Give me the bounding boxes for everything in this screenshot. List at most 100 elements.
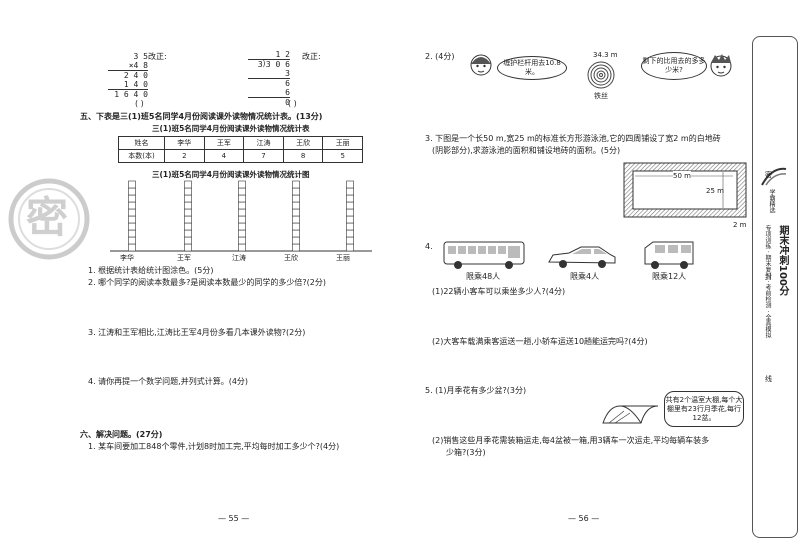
seal-mark: 封: [765, 273, 772, 281]
chart-grid-cell: [238, 187, 246, 196]
table-name-cell: 王军: [203, 136, 245, 150]
stats-table-title: 三(1)班5名同学4月份阅读课外读物情况统计表: [152, 124, 310, 133]
chart-grid-cell: [292, 201, 300, 210]
chart-grid-cell: [238, 201, 246, 210]
q4-sub-question-1: (1)22辆小客车可以乘坐多少人?(4分): [432, 287, 566, 296]
calc-1-line: 1 6 4 0: [114, 90, 148, 99]
chart-grid-cell: [292, 208, 300, 217]
chart-grid-cell: [346, 180, 354, 189]
chart-grid-cell: [128, 201, 136, 210]
speech-bubble-1: 缠护栏杆用去10.8米。: [497, 56, 567, 80]
section-6-question-1: 1. 某车间要加工848个零件,计划8时加工完,平均每时加工多少个?(4分): [88, 442, 340, 451]
greenhouse-info-bubble: 共有2个温室大棚,每个大棚里有23行月季花,每行12盆。: [664, 391, 744, 427]
chart-grid-cell: [184, 187, 192, 196]
chart-grid-cell: [128, 229, 136, 238]
chart-grid-cell: [184, 201, 192, 210]
chart-grid-cell: [128, 222, 136, 231]
correction-label-2: 改正:: [302, 52, 321, 61]
section-5-question-1: 1. 根据统计表给统计图涂色。(5分): [88, 266, 214, 275]
chart-grid-cell: [292, 236, 300, 245]
calc-2-line: 0: [285, 98, 290, 107]
chart-grid-cell: [184, 243, 192, 252]
chart-grid-cell: [346, 208, 354, 217]
van-capacity-caption: 限乘12人: [652, 272, 687, 281]
calc-2-division: 3⟌3 0 6: [257, 60, 290, 69]
speech-bubble-2: 剩下的比用去的多多少米?: [641, 52, 707, 80]
chart-grid-cell: [346, 194, 354, 203]
stats-chart-title: 三(1)班5名同学4月份阅读课外读物情况统计图: [152, 170, 310, 179]
chart-grid-cell: [346, 229, 354, 238]
wire-caption: 铁丝: [594, 92, 608, 100]
wire-length-label: 34.3 m: [593, 51, 618, 59]
car-icon: [547, 244, 617, 270]
van-icon: [643, 240, 695, 270]
chart-grid-cell: [238, 236, 246, 245]
chart-grid-cell: [184, 236, 192, 245]
chart-grid-cell: [128, 194, 136, 203]
seal-mark: 密: [765, 171, 772, 179]
calc-1-line: 2 4 0: [123, 71, 148, 80]
boy-icon: [708, 52, 734, 82]
correction-label-1: 改正:: [148, 52, 167, 61]
sidebar-subtitle: 专项训练 · 期末复习 · 考前检测 · 全真模拟: [764, 225, 771, 339]
bus-icon: [443, 240, 525, 270]
chart-grid-cell: [292, 215, 300, 224]
section-5-question-2: 2. 哪个同学的阅读本数最多?是阅读本数最少的同学的多少倍?(2分): [88, 278, 326, 287]
chart-name-label: 王欣: [284, 254, 298, 262]
chart-grid-cell: [346, 187, 354, 196]
chart-grid-cell: [128, 208, 136, 217]
answer-paren-1: ( ): [135, 99, 144, 108]
seal-mark: 线: [765, 375, 772, 383]
border-width-label: 2 m: [733, 221, 747, 229]
chart-grid-cell: [292, 194, 300, 203]
binding-sidebar: 学霸精选 期末冲刺100分 专项训练 · 期末复习 · 考前检测 · 全真模拟: [752, 36, 798, 538]
page-number-right: — 56 —: [568, 514, 600, 523]
table-value-cell: 4: [203, 149, 245, 163]
table-name-cell: 王丽: [322, 136, 363, 150]
calc-1-line: 3 5: [133, 52, 148, 61]
bus-capacity-caption: 限乘48人: [466, 272, 501, 281]
chart-grid-cell: [346, 215, 354, 224]
chart-grid-cell: [346, 236, 354, 245]
chart-grid-cell: [238, 208, 246, 217]
chart-grid-cell: [184, 194, 192, 203]
chart-grid-cell: [292, 229, 300, 238]
calc-1-line: ×4 8: [108, 61, 148, 71]
brand-text: 学霸精选: [768, 189, 775, 213]
table-value-cell: 5: [322, 149, 363, 163]
car-capacity-caption: 限乘4人: [570, 272, 600, 281]
chart-grid-cell: [128, 236, 136, 245]
table-row-label: 本数(本): [118, 149, 165, 163]
table-name-cell: 李华: [164, 136, 205, 150]
secret-stamp: 密: [8, 178, 90, 260]
q5-sub-question-2-line-2: 少箱?(3分): [446, 448, 486, 457]
table-header-label: 姓名: [118, 136, 165, 150]
chart-grid-cell: [346, 243, 354, 252]
table-name-cell: 江涛: [243, 136, 284, 150]
section-5-question-3: 3. 江涛和王军相比,江涛比王军4月份多看几本课外读物?(2分): [88, 328, 306, 337]
chart-grid-cell: [184, 229, 192, 238]
answer-paren-2: ( ): [288, 99, 297, 108]
calc-2-line: 6: [248, 88, 290, 98]
table-name-cell: 王欣: [282, 136, 324, 150]
wire-coil-icon: [586, 60, 616, 90]
section-6-heading: 六、解决问题。(27分): [80, 430, 163, 439]
calc-2-quotient: 1 2: [248, 50, 290, 60]
pool-width-label: 25 m: [706, 187, 724, 195]
chart-grid-cell: [346, 201, 354, 210]
chart-grid-cell: [128, 180, 136, 189]
girl-icon: [469, 52, 493, 80]
chart-grid-cell: [238, 194, 246, 203]
q3-text-line-2: (阴影部分),求游泳池的面积和铺设地砖的面积。(5分): [432, 146, 621, 155]
table-value-cell: 7: [243, 149, 284, 163]
section-5-question-4: 4. 请你再提一个数学问题,并列式计算。(4分): [88, 377, 249, 386]
chart-grid-cell: [292, 222, 300, 231]
chart-grid-cell: [128, 215, 136, 224]
calc-2-line: 3: [248, 69, 290, 79]
chart-grid-cell: [292, 180, 300, 189]
chart-name-label: 江涛: [232, 254, 246, 262]
blank-statistics-chart: [110, 180, 372, 252]
section-5-heading: 五、下表是三(1)班5名同学4月份阅读课外读物情况统计表。(13分): [80, 112, 323, 121]
calc-2: 1 2 3⟌3 0 6 3 6 6 0: [248, 50, 290, 107]
q3-text-line-1: 3. 下图是一个长50 m,宽25 m的标准长方形游泳池,它的四周铺设了宽2 m…: [425, 134, 721, 143]
